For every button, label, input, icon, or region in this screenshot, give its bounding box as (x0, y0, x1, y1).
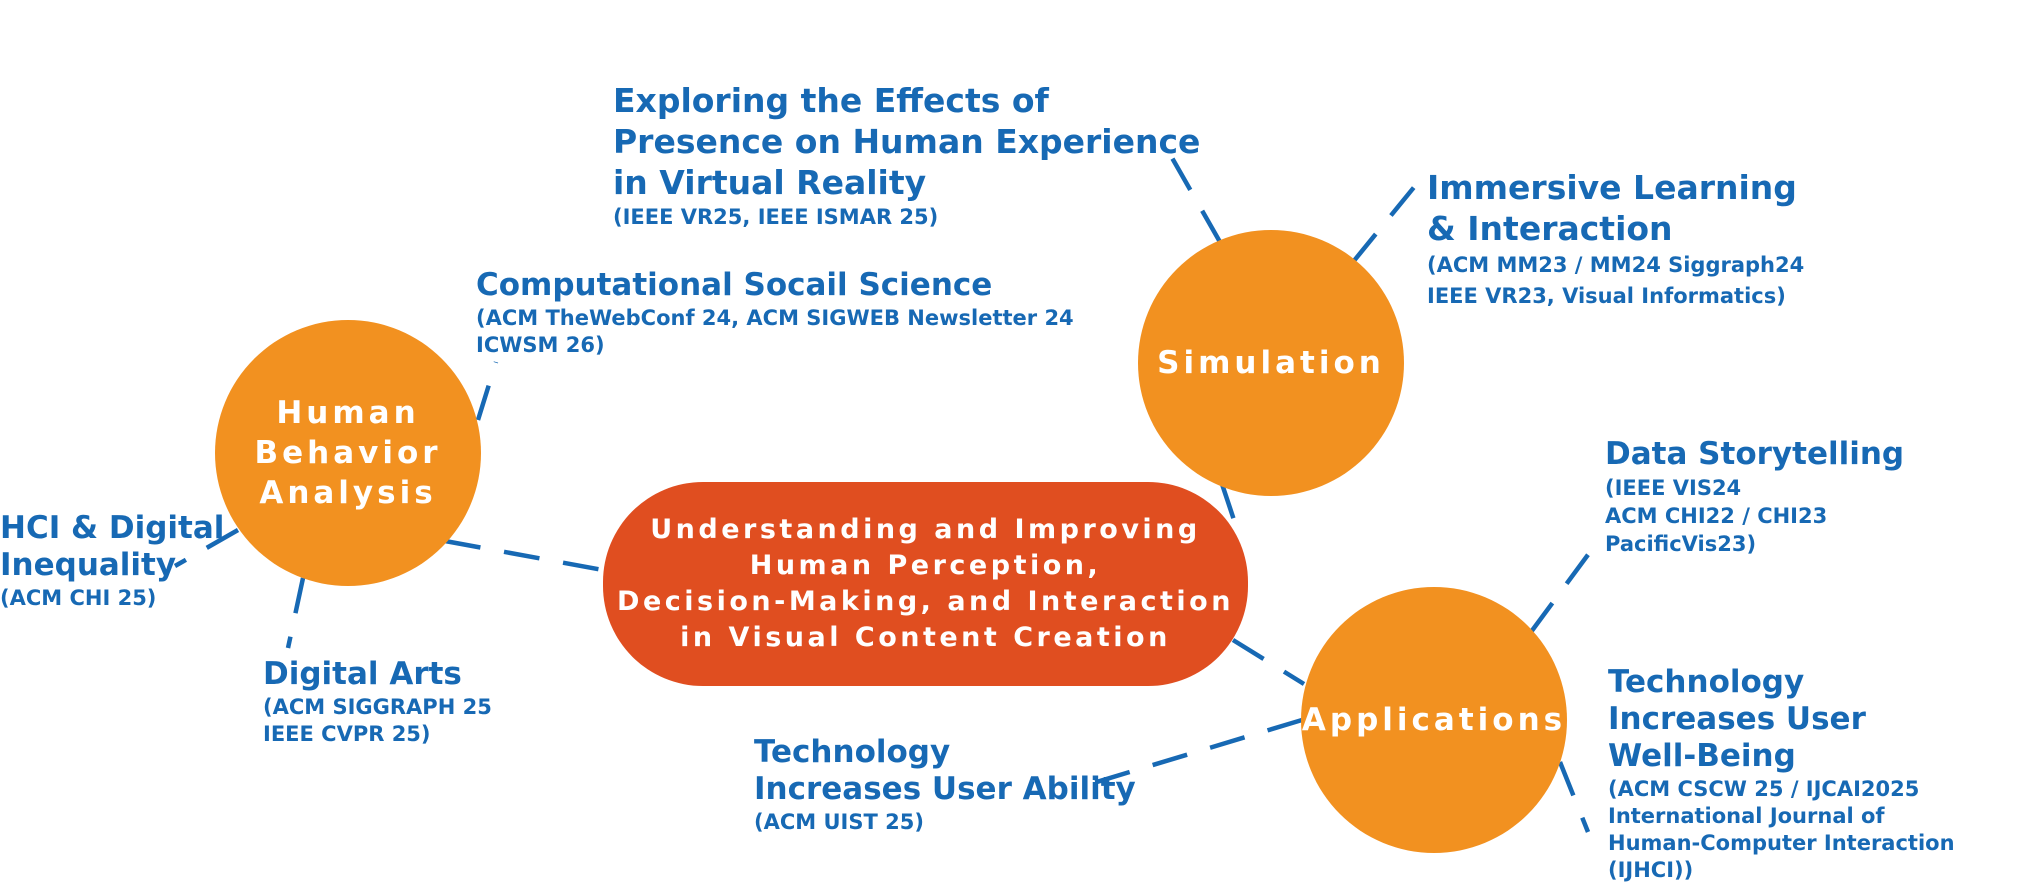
hub-label: Human Behavior Analysis (254, 395, 442, 511)
connector-applications-to-storytelling (1529, 550, 1592, 634)
topic-hci-digital-inequality: HCI & Digital Inequality (ACM CHI 25) (0, 510, 224, 612)
topic-venue: (ACM UIST 25) (754, 810, 924, 834)
topic-title: Technology Increases User Ability (754, 734, 1136, 807)
topic-title: Exploring the Effects of Presence on Hum… (613, 81, 1201, 202)
hub-human-behavior-analysis: Human Behavior Analysis (215, 320, 481, 586)
connector-human-to-hci (173, 528, 240, 568)
connector-center-to-applications (1231, 638, 1306, 686)
connector-human-to-center (444, 538, 604, 573)
topic-venue: (ACM SIGGRAPH 25 IEEE CVPR 25) (263, 695, 492, 746)
connector-human-to-social (475, 361, 499, 421)
topic-venue: (IEEE VR25, IEEE ISMAR 25) (613, 205, 939, 229)
topic-venue: (ACM CHI 25) (0, 586, 157, 610)
topic-user-ability: Technology Increases User Ability (ACM U… (754, 734, 1136, 836)
connector-simulation-to-presence (1161, 140, 1222, 244)
hub-applications: Applications (1301, 587, 1567, 853)
hub-label: Simulation (1157, 345, 1385, 381)
connector-lines (173, 140, 1592, 833)
topic-digital-arts: Digital Arts (ACM SIGGRAPH 25 IEEE CVPR … (263, 656, 492, 748)
topic-immersive-learning: Immersive Learning & Interaction (ACM MM… (1427, 167, 1804, 312)
connector-human-to-digital-arts (285, 577, 306, 649)
topic-venue: (IEEE VIS24 ACM CHI22 / CHI23 PacificVis… (1605, 476, 1828, 556)
topic-venue: (ACM TheWebConf 24, ACM SIGWEB Newslette… (476, 306, 1074, 357)
topic-presence-vr: Exploring the Effects of Presence on Hum… (613, 80, 1200, 231)
topic-title: Computational Socail Science (476, 267, 993, 303)
topic-venue: (ACM MM23 / MM24 Siggraph24 IEEE VR23, V… (1427, 253, 1805, 308)
connector-simulation-to-immersive (1351, 184, 1417, 264)
topic-user-wellbeing: Technology Increases User Well-Being (AC… (1608, 664, 2031, 884)
topic-venue: (ACM CSCW 25 / IJCAI2025 International J… (1608, 777, 1955, 882)
topic-title: Digital Arts (263, 656, 462, 692)
hub-simulation: Simulation (1138, 230, 1404, 496)
connector-applications-to-user-ability (1089, 717, 1303, 787)
hub-label: Applications (1301, 702, 1567, 738)
topic-computational-social-science: Computational Socail Science (ACM TheWeb… (476, 267, 1074, 359)
topic-title: Immersive Learning & Interaction (1427, 168, 1797, 248)
central-theme: Understanding and Improving Human Percep… (603, 482, 1248, 686)
topic-title: Data Storytelling (1605, 436, 1905, 472)
topic-title: Technology Increases User Well-Being (1608, 664, 1866, 774)
topic-title: HCI & Digital Inequality (0, 510, 225, 583)
topic-data-storytelling: Data Storytelling (IEEE VIS24 ACM CHI22 … (1605, 436, 1904, 558)
connector-applications-to-wellbeing (1557, 761, 1591, 833)
